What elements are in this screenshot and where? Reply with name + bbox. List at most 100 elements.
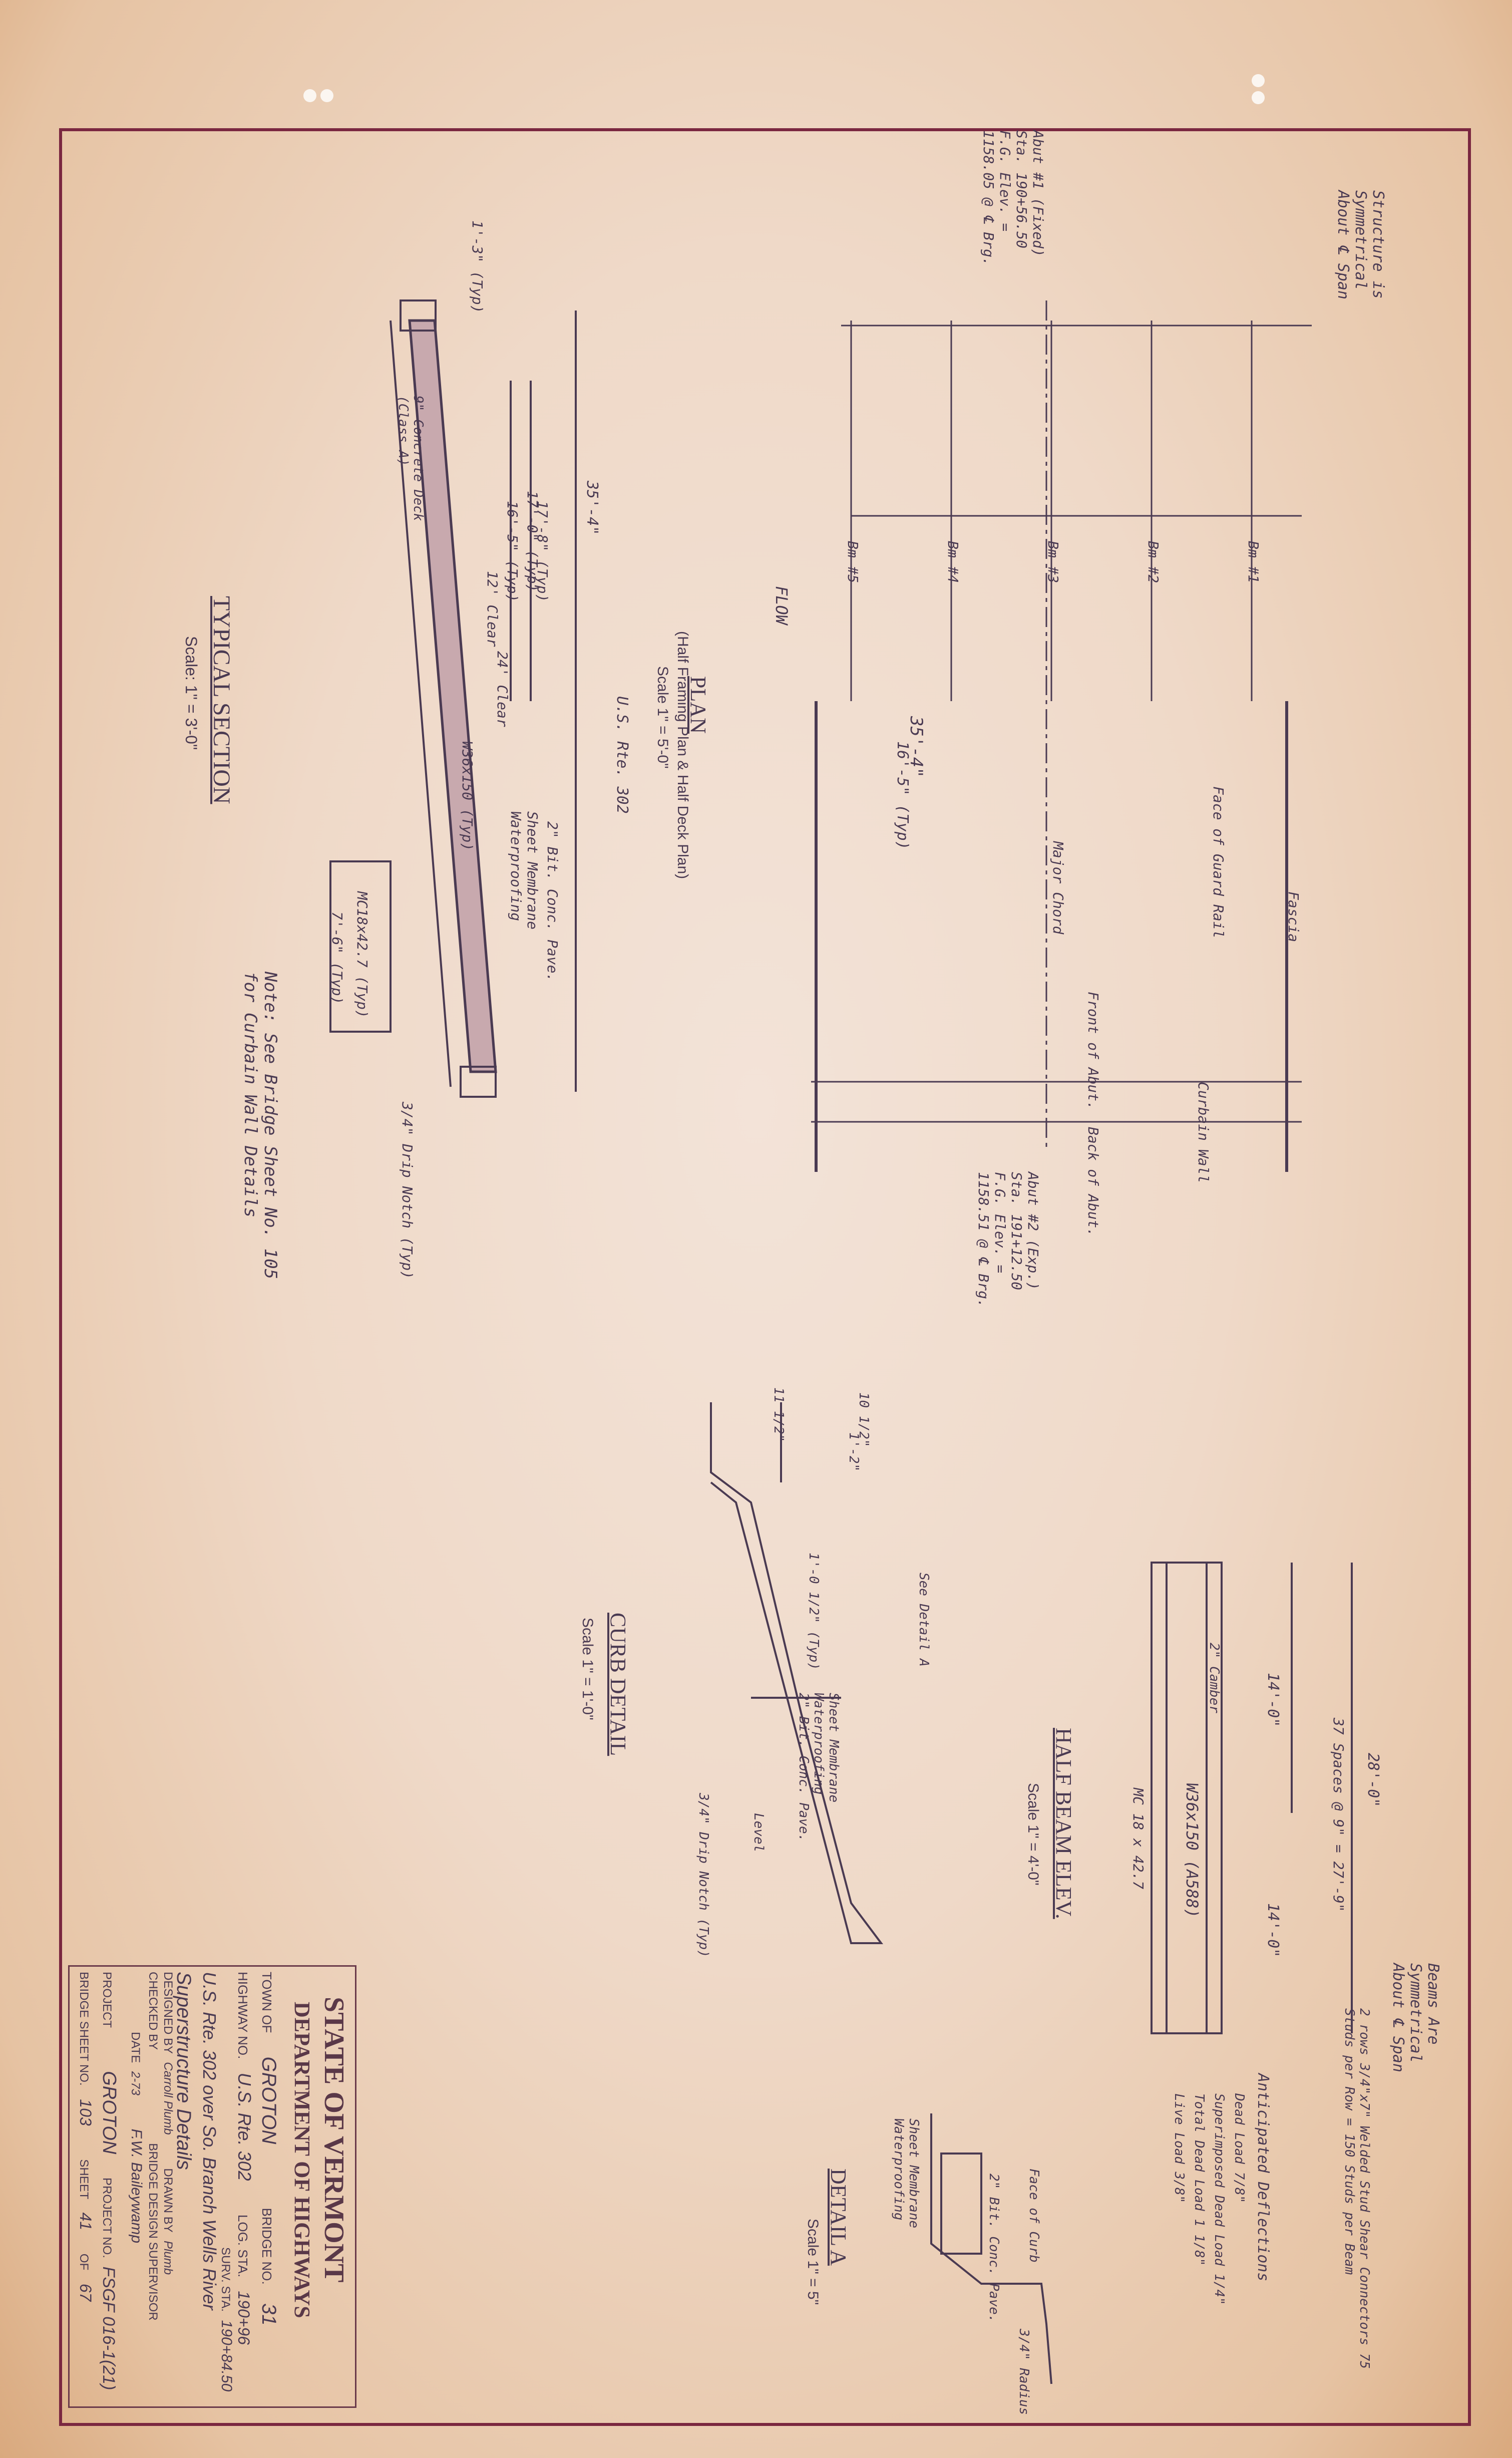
stud-spacing: 37 Spaces @ 9" = 27'-9" [1330,1718,1347,1912]
deflections-title: Anticipated Deflections [1254,2073,1272,2282]
sheet-no-value: 41 [77,2212,95,2231]
curb-level: Level [751,1813,766,1853]
curb-membrane: Sheet Membrane Waterproofing [811,1693,841,1803]
project-no-label: PROJECT NO. [100,2178,114,2258]
typical-note: Note: See Bridge Sheet No. 105 for Curba… [240,972,280,1280]
bridge-sheet-label: BRIDGE SHEET NO. [77,1972,91,2086]
beam-label: W36x150 (Typ) [459,741,476,851]
beam-elevation [1151,1562,1223,2034]
shear-connectors: 2 rows 3/4"x7" Welded Stud Shear Connect… [1342,2008,1372,2369]
curb-drip: 3/4" Drip Notch (Typ) [696,1793,711,1958]
plan-framing [811,300,1312,1172]
deck-label: 9" Concrete Deck (Class A) [396,396,426,521]
curb-detail-title: CURB DETAIL [606,1613,630,1756]
agency-dept: DEPARTMENT OF HIGHWAYS [290,2002,314,2318]
bm5-label: Bm #5 [845,541,861,583]
detail-a-pave: 2" Bit. Conc. Pave. [986,2174,1001,2323]
surv-sta-label: SURV. STA. [219,2247,232,2312]
beam-size: W36x150 (A588) [1183,1783,1202,1918]
curb-dim-4: 1'-0 1/2" (Typ) [806,1553,821,1670]
bridge-no-value: 31 [258,2303,280,2326]
town-row: TOWN OF GROTON BRIDGE NO. 31 [257,1972,280,2325]
project-no-value: FSGF 016-1(21) [99,2266,118,2390]
dim-17-0: 17'-0" (Typ) [524,491,541,592]
guard-rail-label: Face of Guard Rail [1210,786,1227,939]
dim-1-3: 1'-3" (Typ) [469,220,486,314]
detail-a-face: Face of Curb [1026,2169,1041,2263]
see-detail-a: See Detail A [916,1573,931,1667]
surv-sta-row: SURV. STA. 190+84.50 [218,2247,235,2391]
checked-row: CHECKED BY BRIDGE DESIGN SUPERVISOR [146,1972,160,2321]
project-label: PROJECT [100,1972,114,2028]
log-sta-label: LOG. STA. [235,2214,250,2278]
back-abut-label: Back of Abut. [1085,1127,1101,1237]
membrane-label: Sheet Membrane Waterproofing [508,811,541,930]
abut2-label: Abut #2 (Exp.) Sta. 191+12.50 F.G. Elev.… [975,1172,1041,1308]
bm3-label: Bm #3 [1045,541,1061,583]
plan-scale: Scale 1" = 5'-0" [654,666,671,769]
of-label: OF [77,2253,91,2271]
drawn-by-label: DRAWN BY [161,2168,175,2233]
highway-value: U.S. Rte. 302 [234,2072,255,2181]
sheet-title: Superstructure Details [173,1972,195,2170]
fascia-label: Fascia [1285,891,1302,943]
bridge-no-label: BRIDGE NO. [259,2208,274,2285]
camber-label: 2" Camber [1207,1643,1222,1713]
diaphragm-label: MC18x42.7 (Typ) [354,891,370,1018]
beam-line [390,320,452,1087]
project-row: PROJECT GROTON PROJECT NO. FSGF 016-1(21… [98,1972,120,2390]
town-value: GROTON [258,2056,280,2144]
parapet-right [460,1066,497,1098]
detail-a-outline [930,2113,1052,2384]
date-row: DATE 2-73 F.W. Baileywamp [128,1972,145,2243]
log-sta-value: 190+96 [235,2291,253,2345]
highway-label: HIGHWAY NO. [235,1972,250,2059]
sheet-row: BRIDGE SHEET NO. 103 SHEET 41 OF 67 [76,1972,95,2301]
major-chord-label: Major Chord [1050,841,1066,935]
bm1-label: Bm #1 [1245,541,1262,583]
curb-outline [710,1402,883,1944]
curb-dim-2: 10 1/2" [856,1392,871,1447]
detail-a-pave [940,2153,982,2255]
abut1-label: Abut #1 (Fixed) Sta. 190+56.50 F.G. Elev… [980,130,1046,266]
typical-section-scale: Scale: 1" = 3'-0" [182,636,200,750]
date-value: 2-73 [129,2071,142,2095]
route-label: U.S. Rte. 302 [613,696,631,814]
channel-size: MC 18 x 42.7 [1130,1788,1147,1890]
detail-a-membrane: Sheet Membrane Waterproofing [891,2118,921,2229]
drawing-border [59,128,1471,2426]
curb-pave: 2" Bit. Conc. Pave. [796,1693,811,1842]
punch-hole [320,89,333,102]
dim-35-4: 35'-4" [583,481,601,535]
detail-a-title: DETAIL A [826,2169,851,2266]
deflection-total: Total Dead Load 1 1/8" [1192,2093,1207,2266]
punch-hole [303,89,316,102]
agency-state: STATE OF VERMONT [318,1997,349,2283]
detail-a-scale: Scale 1" = 5" [805,2219,821,2305]
checked-by-label: CHECKED BY [146,1972,160,2050]
typical-section-title: TYPICAL SECTION [208,596,235,804]
drip-notch-label: 3/4" Drip Notch (Typ) [399,1102,416,1280]
diaphragm [329,860,392,1033]
half-beam-scale: Scale 1" = 4'-0" [1025,1783,1041,1886]
designed-by-label: DESIGNED BY [161,1972,175,2054]
half-beam-title: HALF BEAM ELEV. [1051,1728,1076,1919]
crossing: U.S. Rte. 302 over So. Branch Wells Rive… [199,1972,220,2310]
deck-dim: 16'-5" (Typ) [894,741,911,850]
town-label: TOWN OF [259,1972,274,2033]
plan-subtitle: (Half Framing Plan & Half Deck Plan) [674,631,691,879]
detail-a-radius: 3/4" Radius [1016,2329,1031,2415]
dim-16-5: 16'-5" (Typ) [504,501,521,602]
sheet-label: SHEET [77,2159,91,2199]
deflection-superimposed: Superimposed Dead Load 1/4" [1212,2093,1227,2305]
front-abut-label: Front of Abut. [1085,992,1101,1110]
project-value: GROTON [99,2071,120,2155]
bm4-label: Bm #4 [945,541,961,583]
punch-hole [1252,91,1265,104]
curb-dim-3: 11 1/2" [771,1387,786,1442]
title-block: STATE OF VERMONT DEPARTMENT OF HIGHWAYS … [68,1965,356,2408]
supervisor-value: F.W. Baileywamp [128,2128,145,2244]
curbain-wall-label: Curbain Wall [1195,1082,1212,1183]
curb-detail-scale: Scale 1" = 1'-0" [579,1618,596,1720]
